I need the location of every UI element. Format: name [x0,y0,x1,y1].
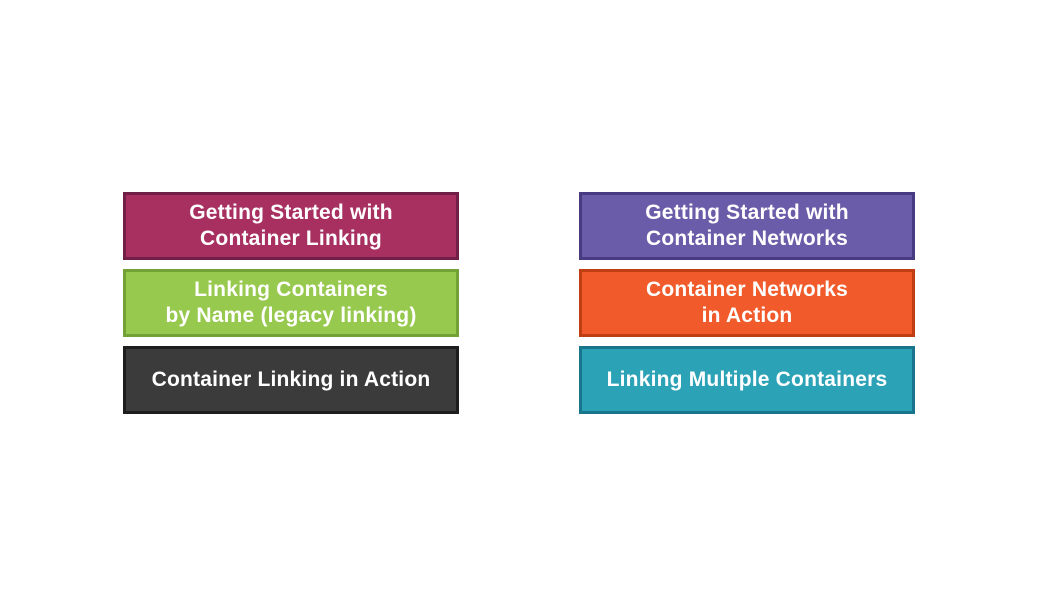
card-getting-started-container-linking: Getting Started with Container Linking [123,192,459,260]
card-label-line: by Name (legacy linking) [165,304,417,327]
card-container-linking-in-action: Container Linking in Action [123,346,459,414]
card-label-line: Getting Started with [645,201,849,224]
card-label-line: Linking Containers [194,278,388,301]
card-label-line: Container Linking [200,227,382,250]
card-container-networks-in-action: Container Networks in Action [579,269,915,337]
column-container-linking: Getting Started with Container Linking L… [123,192,459,423]
column-container-networks: Getting Started with Container Networks … [579,192,915,423]
card-label-line: Container Linking in Action [151,368,431,391]
card-label-line: Container Networks [646,227,848,250]
card-linking-containers-by-name: Linking Containers by Name (legacy linki… [123,269,459,337]
card-label-line: in Action [701,304,793,327]
card-label-line: Getting Started with [189,201,393,224]
card-linking-multiple-containers: Linking Multiple Containers [579,346,915,414]
card-label-line: Container Networks [646,278,848,301]
card-getting-started-container-networks: Getting Started with Container Networks [579,192,915,260]
card-label-line: Linking Multiple Containers [606,368,888,391]
